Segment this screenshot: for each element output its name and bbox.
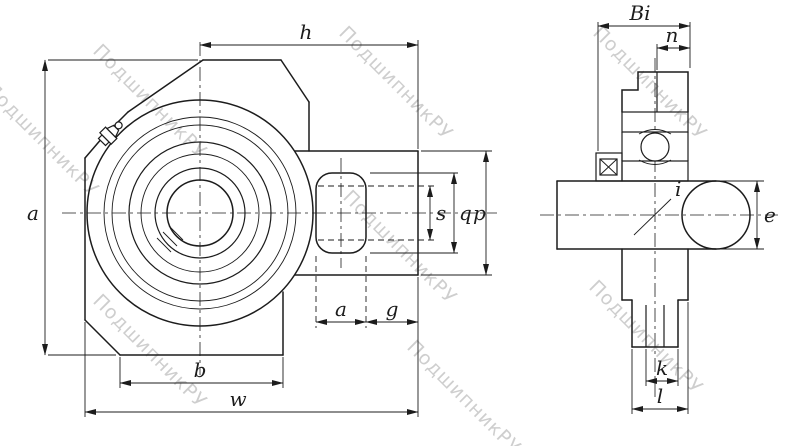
dim-label-a-height: a bbox=[27, 201, 39, 225]
side-view-centerlines bbox=[540, 58, 778, 400]
dim-Bi: Bi bbox=[597, 1, 691, 151]
dim-i: i bbox=[633, 177, 681, 236]
watermark-text: ПодшипникРУ bbox=[402, 336, 525, 446]
dim-label-l: l bbox=[657, 384, 663, 408]
watermark-text: ПодшипникРУ bbox=[334, 22, 457, 145]
dim-label-w: w bbox=[229, 387, 246, 411]
set-screw bbox=[599, 158, 618, 176]
dim-label-slot-a: a bbox=[335, 297, 347, 321]
watermark-text: ПодшипникРУ bbox=[588, 22, 711, 145]
side-view: Bi n e i k bbox=[540, 1, 778, 414]
dim-a-height: a bbox=[27, 59, 198, 356]
housing-head bbox=[621, 71, 689, 113]
dim-label-n: n bbox=[666, 23, 679, 47]
dim-label-e: e bbox=[764, 203, 776, 227]
guide-slot bbox=[315, 172, 434, 254]
dim-label-k: k bbox=[656, 356, 668, 380]
dim-label-q: q bbox=[459, 201, 472, 225]
front-view: h a s q p a bbox=[27, 20, 497, 417]
dim-s-q-p: s q p bbox=[370, 150, 492, 276]
bearing-bore-circles bbox=[86, 99, 314, 327]
housing-outline bbox=[84, 59, 419, 356]
shaft bbox=[556, 180, 751, 250]
dim-label-g: g bbox=[386, 297, 399, 321]
bore-surface-ticks bbox=[156, 225, 184, 253]
dim-label-Bi: Bi bbox=[628, 1, 650, 25]
shaft-end bbox=[681, 180, 751, 250]
dim-l: l bbox=[631, 302, 689, 414]
bearing-ball bbox=[640, 132, 670, 162]
housing-foot bbox=[621, 248, 689, 348]
dim-label-p: p bbox=[473, 201, 486, 225]
dim-w: w bbox=[84, 322, 419, 417]
dim-label-s: s bbox=[436, 201, 446, 225]
front-view-centerlines bbox=[62, 42, 497, 375]
dim-slot-a-g: a g bbox=[315, 256, 419, 417]
dim-h: h bbox=[199, 20, 419, 149]
grease-fitting-icon bbox=[97, 121, 123, 147]
dim-label-b: b bbox=[194, 358, 207, 382]
dim-label-i: i bbox=[675, 177, 681, 201]
dim-n: n bbox=[656, 23, 691, 70]
dim-label-h: h bbox=[300, 20, 313, 44]
dim-b: b bbox=[119, 357, 284, 388]
dim-k: k bbox=[645, 349, 679, 386]
dim-e: e bbox=[718, 180, 776, 250]
watermark-text: ПодшипникРУ bbox=[0, 78, 103, 201]
